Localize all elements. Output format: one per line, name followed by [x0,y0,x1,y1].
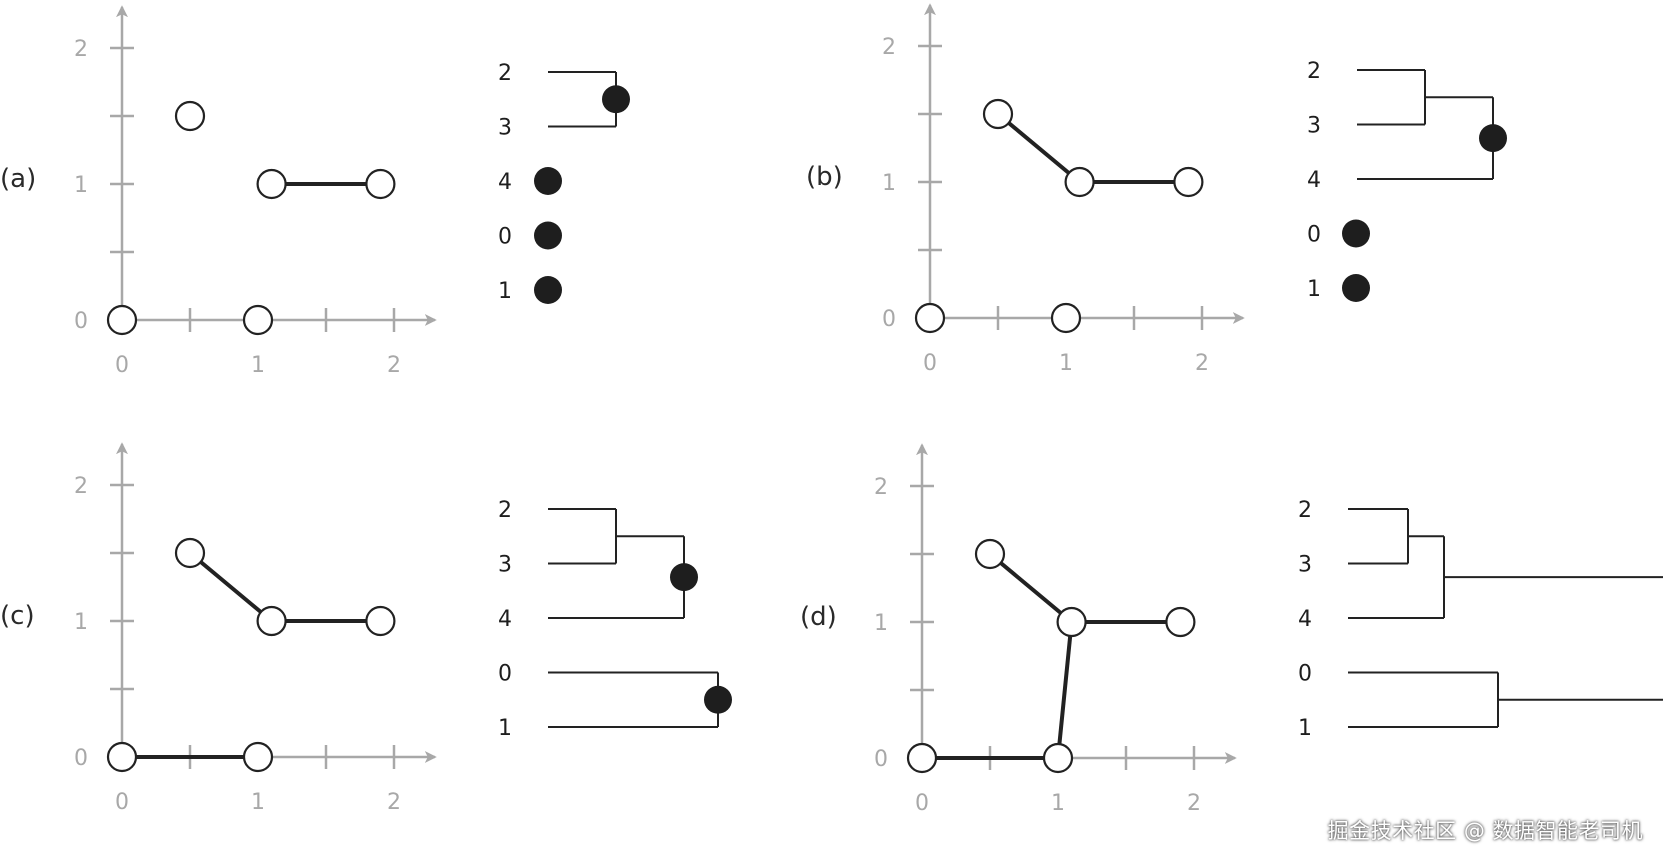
leaf-label: 2 [1298,498,1312,523]
x-tick-label: 0 [923,351,937,376]
leaf-label: 0 [1298,662,1312,687]
singleton-dot [534,276,562,304]
data-point [174,100,206,132]
leaf-label: 4 [1298,607,1312,632]
data-point [1165,606,1196,638]
panel-d: (d) 0 1 2 0 1 2 2 3 4 0 1 [800,443,1663,816]
x-tick-label: 1 [251,790,265,815]
y-tick-label: 2 [874,475,888,500]
leaf-label: 2 [1307,59,1321,84]
graph-edge [996,112,1081,184]
leaf-label: 3 [1307,114,1321,139]
cluster-root-dot [670,563,698,592]
data-point [914,302,946,334]
y-tick-label: 0 [74,746,88,771]
y-tick-label: 2 [74,37,88,62]
x-tick-label: 1 [1051,791,1065,816]
dendrogram: 2 3 4 0 1 [1307,59,1507,302]
data-point [174,537,206,569]
data-point [256,168,287,200]
data-point [1173,166,1204,198]
data-point [106,741,138,773]
panel-b: (b) 0 1 2 0 1 2 2 3 4 0 1 [806,3,1507,376]
x-tick-label: 1 [251,353,265,378]
leaf-label: 1 [1298,716,1312,741]
y-tick-label: 0 [874,747,888,772]
panel-label: (b) [806,162,843,192]
leaf-label: 1 [1307,277,1321,302]
y-tick-label: 1 [882,171,896,196]
panel-label: (c) [0,601,35,631]
data-point [256,605,287,637]
leaf-label: 3 [498,553,512,578]
singleton-dot [1342,274,1370,302]
y-tick-label: 0 [882,307,896,332]
singleton-dot [534,221,562,250]
data-point [906,742,938,774]
data-point [1050,302,1082,334]
y-tick-label: 1 [874,611,888,636]
leaf-label: 0 [498,662,512,687]
data-point [242,304,274,336]
data-point [365,168,396,200]
panel-a: (a) 0 1 2 0 1 2 2 3 4 0 1 [0,5,630,378]
leaf-label: 2 [498,61,512,86]
leaf-label: 2 [498,498,512,523]
y-tick-label: 2 [882,35,896,60]
leaf-label: 3 [1298,553,1312,578]
panel-label: (a) [0,164,36,194]
panel-c: (c) 0 1 2 0 1 2 2 3 4 0 1 [0,442,732,815]
data-point [1042,742,1074,774]
x-tick-label: 0 [915,791,929,816]
data-point [982,98,1014,130]
leaf-label: 4 [498,607,512,632]
graph-edge [188,551,273,623]
y-tick-label: 1 [74,610,88,635]
dendrogram: 2 3 4 0 1 [498,498,732,741]
dendrogram: 2 3 4 0 1 [498,61,630,304]
data-point [1056,606,1087,638]
y-tick-label: 2 [74,474,88,499]
data-point [106,304,138,336]
y-tick-label: 0 [74,309,88,334]
cluster-root-dot [1479,124,1507,153]
leaf-label: 4 [498,170,512,195]
x-tick-label: 0 [115,790,129,815]
graph-edge [988,552,1073,624]
leaf-label: 1 [498,716,512,741]
data-point [242,741,274,773]
x-tick-label: 0 [115,353,129,378]
data-point [1064,166,1095,198]
watermark-text: 掘金技术社区 @ 数据智能老司机 [1327,819,1643,843]
leaf-label: 0 [1307,223,1321,248]
dendrogram: 2 3 4 0 1 [1298,498,1663,741]
x-tick-label: 2 [387,353,401,378]
x-tick-label: 2 [1187,791,1201,816]
singleton-dot [534,167,562,195]
leaf-label: 3 [498,116,512,141]
x-tick-label: 1 [1059,351,1073,376]
x-tick-label: 2 [1195,351,1209,376]
data-point [365,605,396,637]
singleton-dot [1342,219,1370,248]
cluster-root-dot [602,85,630,114]
y-tick-label: 1 [74,173,88,198]
leaf-label: 4 [1307,168,1321,193]
cluster-root-dot [704,685,732,714]
leaf-label: 1 [498,279,512,304]
leaf-label: 0 [498,225,512,250]
data-point [974,538,1006,570]
graph-edge [1056,621,1074,759]
x-tick-label: 2 [387,790,401,815]
panel-label: (d) [800,602,837,632]
